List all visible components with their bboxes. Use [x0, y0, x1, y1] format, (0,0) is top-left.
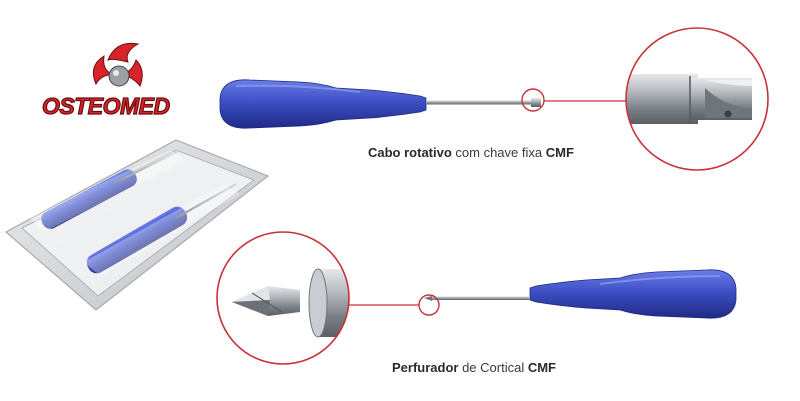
detail-marker-1	[521, 88, 545, 112]
cabo-rotativo-instrument	[219, 79, 541, 129]
caption-2-regular: de Cortical	[458, 360, 528, 375]
caption-perfurador: Perfurador de Cortical CMF	[392, 360, 556, 375]
perfurador-instrument	[424, 269, 737, 319]
caption-2-bold-start: Perfurador	[392, 360, 459, 375]
caption-2-bold-end: CMF	[527, 360, 557, 375]
caption-1-regular: com chave fixa	[451, 145, 546, 160]
osteomed-logo	[92, 42, 143, 88]
zoom-detail-drill	[216, 231, 350, 365]
blister-tray	[4, 139, 270, 311]
caption-1-bold-end: CMF	[545, 145, 574, 160]
caption-cabo-rotativo: Cabo rotativo com chave fixa CMF	[368, 145, 574, 160]
caption-1-bold-start: Cabo rotativo	[368, 145, 452, 160]
brand-wordmark: OSTEOMED	[41, 92, 170, 119]
zoom-detail-tip	[625, 27, 769, 171]
